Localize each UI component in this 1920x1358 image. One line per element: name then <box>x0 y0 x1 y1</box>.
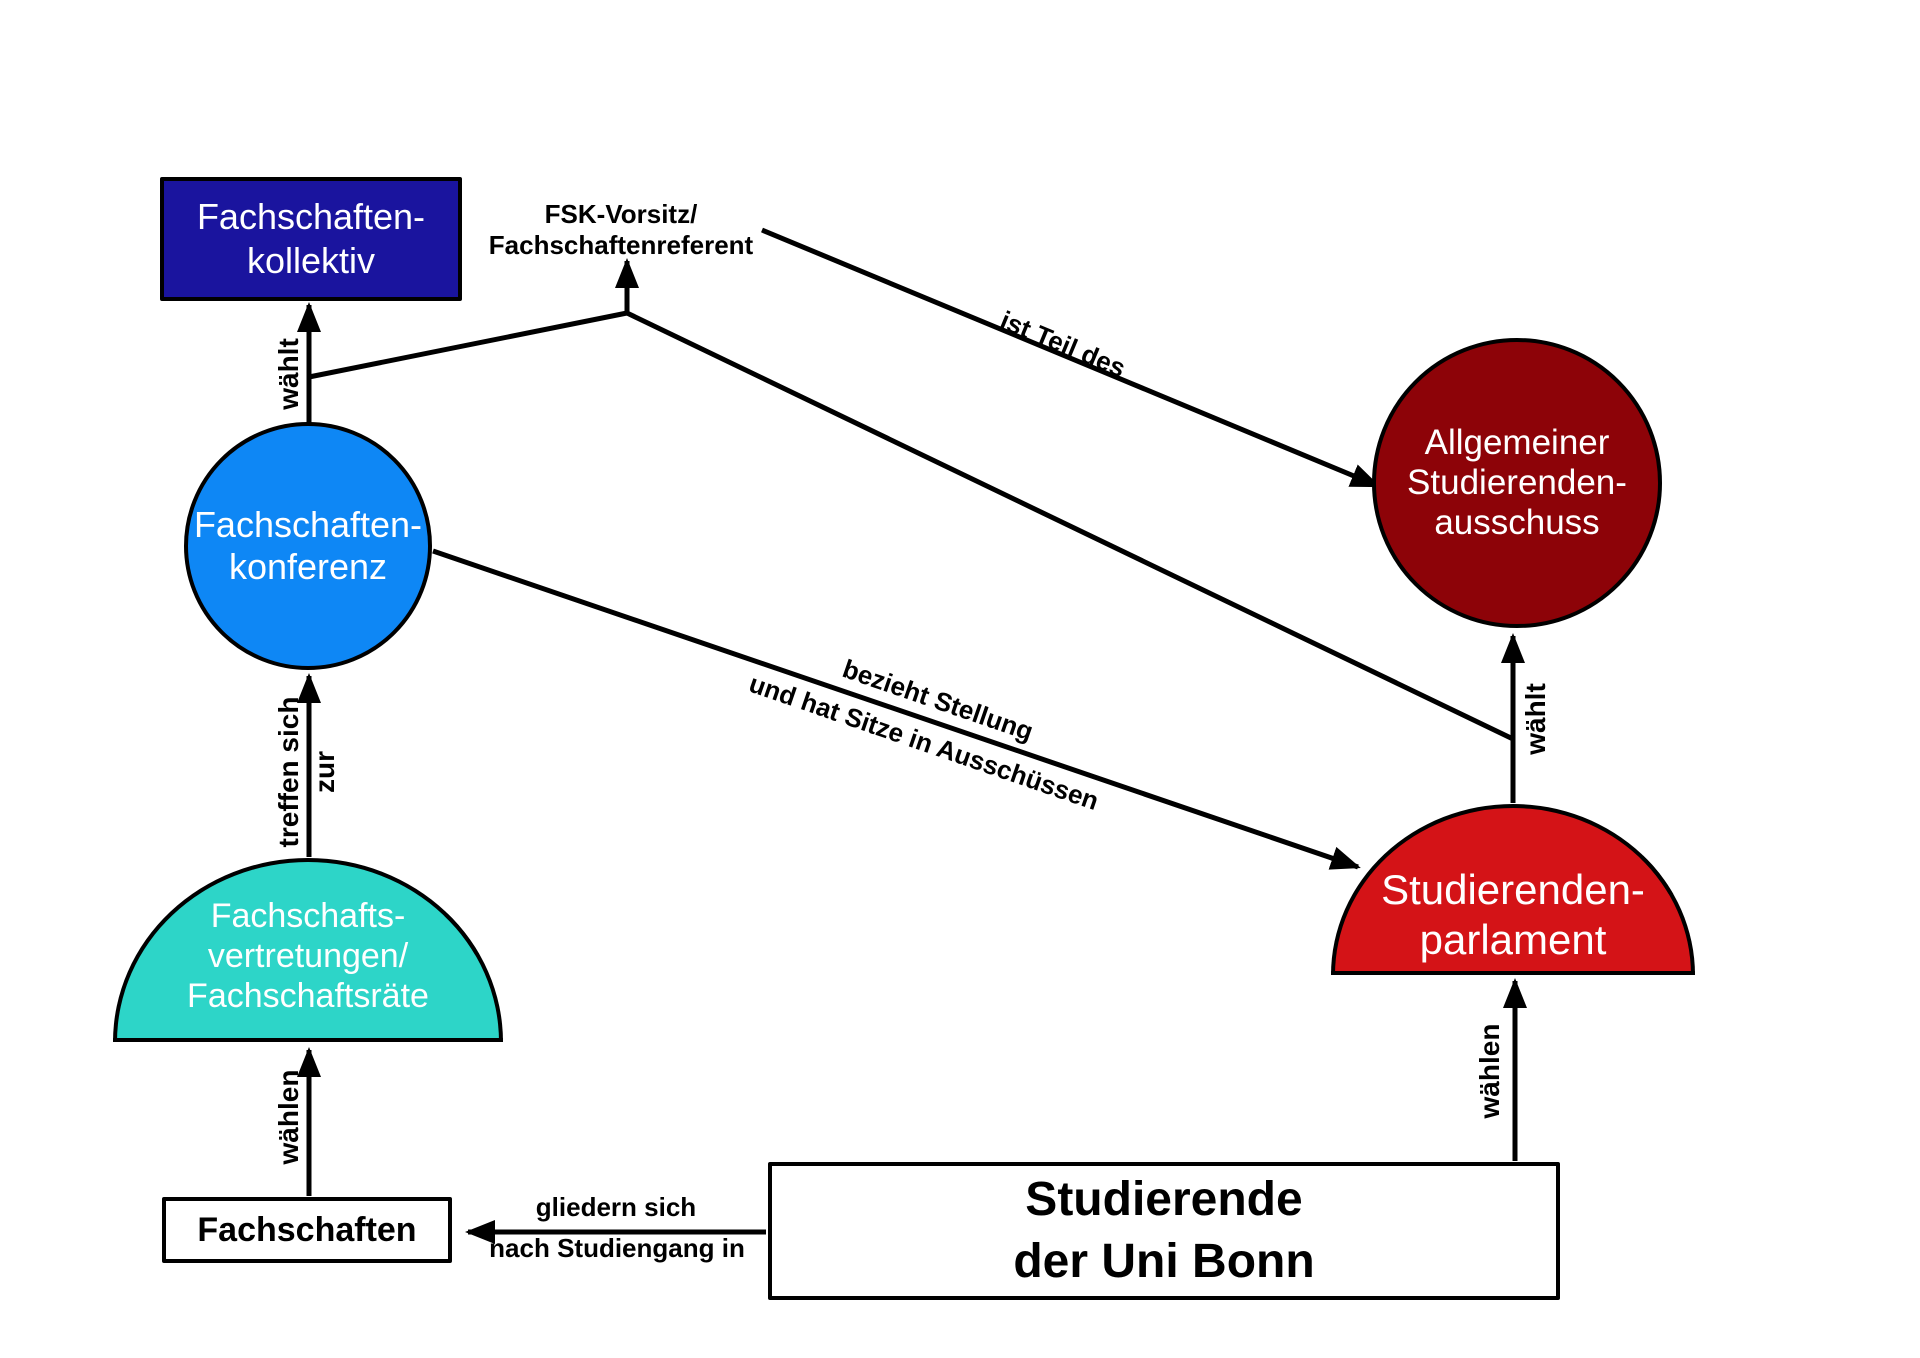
edge-label-nach-studiengang-in: nach Studiengang in <box>489 1233 745 1263</box>
node-label-line: vertretungen/ <box>207 937 409 975</box>
node-label-line: kollektiv <box>246 240 376 281</box>
node-studierende-uni-bonn: Studierende der Uni Bonn <box>768 1162 1560 1300</box>
node-label-line: Fachschaften- <box>196 196 426 237</box>
node-label-line: Fachschaftsräte <box>187 977 429 1015</box>
node-fachschaftenkonferenz: Fachschaften- konferenz <box>184 422 432 670</box>
edge-label-fsk-vorsitz: FSK-Vorsitz/ Fachschaftenreferent <box>461 199 781 261</box>
node-fachschaften: Fachschaften <box>162 1197 452 1263</box>
node-label-line: Studierenden- <box>1381 866 1645 913</box>
node-label-line: Fachschafts- <box>210 897 406 935</box>
line-konferenz-branch-to-fsk <box>308 310 628 380</box>
node-allgemeiner-studierendenausschuss: Allgemeiner Studierenden- ausschuss <box>1372 338 1662 628</box>
edge-label-fsk-line1: FSK-Vorsitz/ <box>544 199 698 229</box>
node-label-line: Fachschaften- <box>193 504 423 545</box>
edge-label-fsk-line2: Fachschaftenreferent <box>488 230 754 260</box>
node-label-line: Allgemeiner <box>1424 423 1610 462</box>
node-label-line: Studierenden- <box>1407 463 1627 502</box>
edge-label-gliedern-sich: gliedern sich <box>535 1192 697 1222</box>
edge-label-zur: zur <box>309 751 340 793</box>
node-label-line: Fachschaften <box>197 1210 417 1249</box>
edge-label-waehlen-left: wählen <box>273 1069 304 1165</box>
edge-label-waehlt-right: wählt <box>1520 683 1551 755</box>
edge-label-waehlen-right: wählen <box>1474 1023 1505 1119</box>
line-parlament-branch-to-fsk <box>625 310 1515 742</box>
arrow-konferenz-to-parlament <box>432 548 1361 870</box>
arrow-fsk-to-asta <box>761 227 1381 489</box>
node-fachschaftenkollektiv: Fachschaften- kollektiv <box>160 177 462 301</box>
node-label-line: ausschuss <box>1434 503 1600 542</box>
edge-label-waehlt-left: wählt <box>273 338 304 410</box>
node-label-line: konferenz <box>228 546 388 587</box>
node-label-line: Studierende <box>1025 1173 1303 1226</box>
node-label-line: parlament <box>1419 916 1607 963</box>
node-label-line: der Uni Bonn <box>1013 1235 1315 1288</box>
edge-label-treffen-sich: treffen sich <box>273 696 304 848</box>
